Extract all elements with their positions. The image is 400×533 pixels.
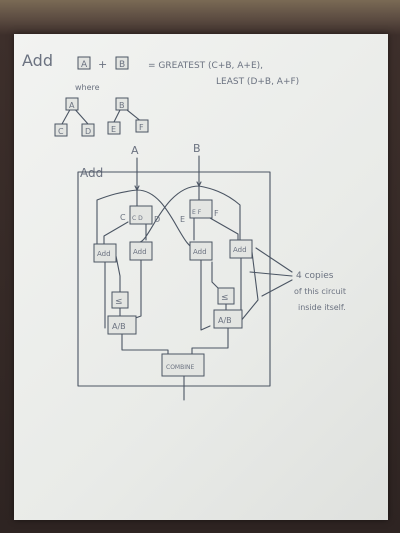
circuit-frame — [77, 171, 271, 387]
eq-a: A — [81, 60, 88, 70]
combine-label: COMBINE — [166, 364, 194, 371]
select-right-label: A/B — [218, 316, 232, 325]
eq-rhs-line2: LEAST (D+B, A+F) — [216, 77, 299, 87]
split-b-e: E — [180, 215, 185, 224]
eq-box-a — [77, 56, 91, 70]
add-box-4-label: Add — [233, 246, 247, 254]
cross-wires — [96, 185, 241, 251]
tree-a-root: A — [69, 101, 75, 110]
split-b-box — [189, 199, 213, 219]
split-a-box — [129, 205, 153, 225]
annotation-arrows — [249, 247, 293, 297]
where-label: where — [75, 83, 100, 92]
add-box-2-label: Add — [133, 248, 147, 256]
combine-input-wires — [121, 327, 229, 357]
circuit-title: Add — [80, 166, 103, 180]
split-a-c: C — [120, 213, 126, 222]
input-b-label: B — [193, 142, 201, 155]
eq-rhs-line1: = GREATEST (C+B, A+E), — [148, 61, 263, 71]
input-a-label: A — [131, 144, 139, 157]
split-a-label: C D — [132, 215, 143, 222]
compare-right-label: ≤ — [221, 293, 229, 303]
annotation-line2: of this circuit — [294, 287, 346, 296]
input-wires — [136, 155, 200, 211]
page-title: Add — [22, 51, 53, 70]
add-box-3-label: Add — [193, 248, 207, 256]
annotation-line3: inside itself. — [298, 303, 346, 312]
compare-left-label: ≤ — [115, 297, 123, 307]
tree-b-root: B — [119, 101, 125, 110]
split-b-f: F — [214, 209, 219, 218]
eq-b: B — [119, 60, 125, 70]
split-a-d: D — [154, 215, 160, 224]
tree-a-left: C — [58, 127, 64, 136]
tree-b-left: E — [111, 125, 116, 134]
add-box-1-label: Add — [97, 250, 111, 258]
split-b-label: E F — [192, 209, 202, 216]
select-left-label: A/B — [112, 322, 126, 331]
annotation-line1: 4 copies — [296, 271, 334, 281]
tree-b: B E F — [107, 97, 149, 135]
combine-box — [161, 353, 205, 377]
eq-plus: + — [98, 58, 107, 71]
split-wires — [103, 217, 239, 245]
eq-box-b — [115, 56, 129, 70]
tree-a: A C D — [54, 97, 95, 137]
tree-a-right: D — [85, 127, 91, 136]
tree-b-right: F — [139, 123, 144, 132]
